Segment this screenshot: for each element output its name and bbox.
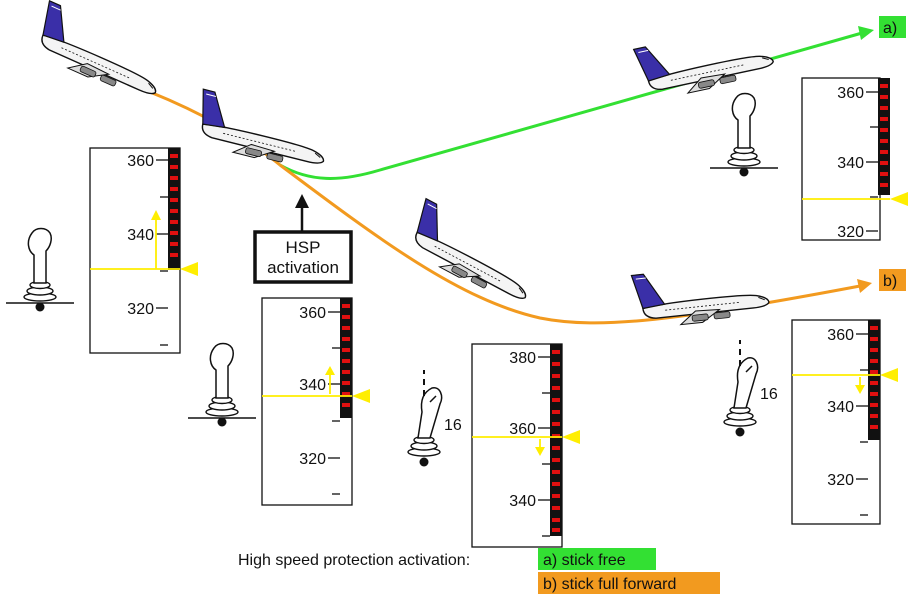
callout-line1: HSP [286,238,321,257]
aircraft-icon [189,88,334,175]
speed-tape-4: 360 340 320 [801,77,908,241]
tape-5-label-low: 320 [827,472,854,489]
legend-a-box [538,548,656,570]
sidestick-forward [407,370,443,467]
sidestick-icon [5,227,75,313]
tape-4-label-mid: 340 [837,155,864,172]
caption-label: High speed protection activation: [238,552,470,569]
path-a-stick-free [279,31,863,180]
speed-trend-arrow [535,447,545,456]
tape-5-label-mid: 340 [827,399,854,416]
aircraft-icon [632,20,777,103]
stick-deflection-label: 16 [444,417,462,434]
tape-4-label-high: 360 [837,85,864,102]
tape-5-label-high: 360 [827,327,854,344]
speed-trend-arrow [855,385,865,394]
tape-3-label-high: 380 [509,350,536,367]
tape-1-label-low: 320 [127,301,154,318]
path-b-stick-forward [279,163,861,325]
speed-tape-1: 360 340 320 [89,147,198,354]
legend-b: b) stick full forward [543,576,676,593]
callout-arrowhead [295,194,309,208]
path-b-arrowhead [857,279,872,293]
speed-marker-triangle [890,192,908,206]
overspeed-barber-pole [170,154,178,257]
sidestick-icon [709,92,779,178]
speed-marker-triangle [352,389,370,403]
speed-tape-2: 360 340 320 [261,297,370,506]
sidestick-forward [723,340,759,437]
aircraft-icon [26,0,173,106]
path-a-arrowhead [858,26,874,40]
tag-b-box [879,269,906,291]
speed-trend-arrow [325,366,335,375]
legend-b-box [538,572,720,594]
tape-2-label-mid: 340 [299,377,326,394]
tape-3-label-mid: 360 [509,421,536,438]
legend-a: a) stick free [543,552,626,569]
callout-line2: activation [267,258,339,277]
callout-box [253,230,353,284]
speed-marker-triangle [180,262,198,276]
sidestick-icon [187,342,257,428]
speed-trend-arrow [151,210,161,220]
speed-tape-5: 360 340 320 [791,319,898,525]
tape-3-label-low: 340 [509,493,536,510]
speed-marker-triangle [562,430,580,444]
tape-1-label-high: 360 [127,153,154,170]
tag-b: b) [883,273,897,290]
tape-1-label-mid: 340 [127,227,154,244]
tape-4-label-low: 320 [837,224,864,241]
tag-a: a) [883,20,897,37]
speed-marker-triangle [880,368,898,382]
tape-2-label-high: 360 [299,305,326,322]
stick-deflection-label: 16 [760,386,778,403]
tape-2-label-low: 320 [299,451,326,468]
tag-a-box [879,16,906,38]
speed-tape-3: 380 360 340 [471,343,580,548]
